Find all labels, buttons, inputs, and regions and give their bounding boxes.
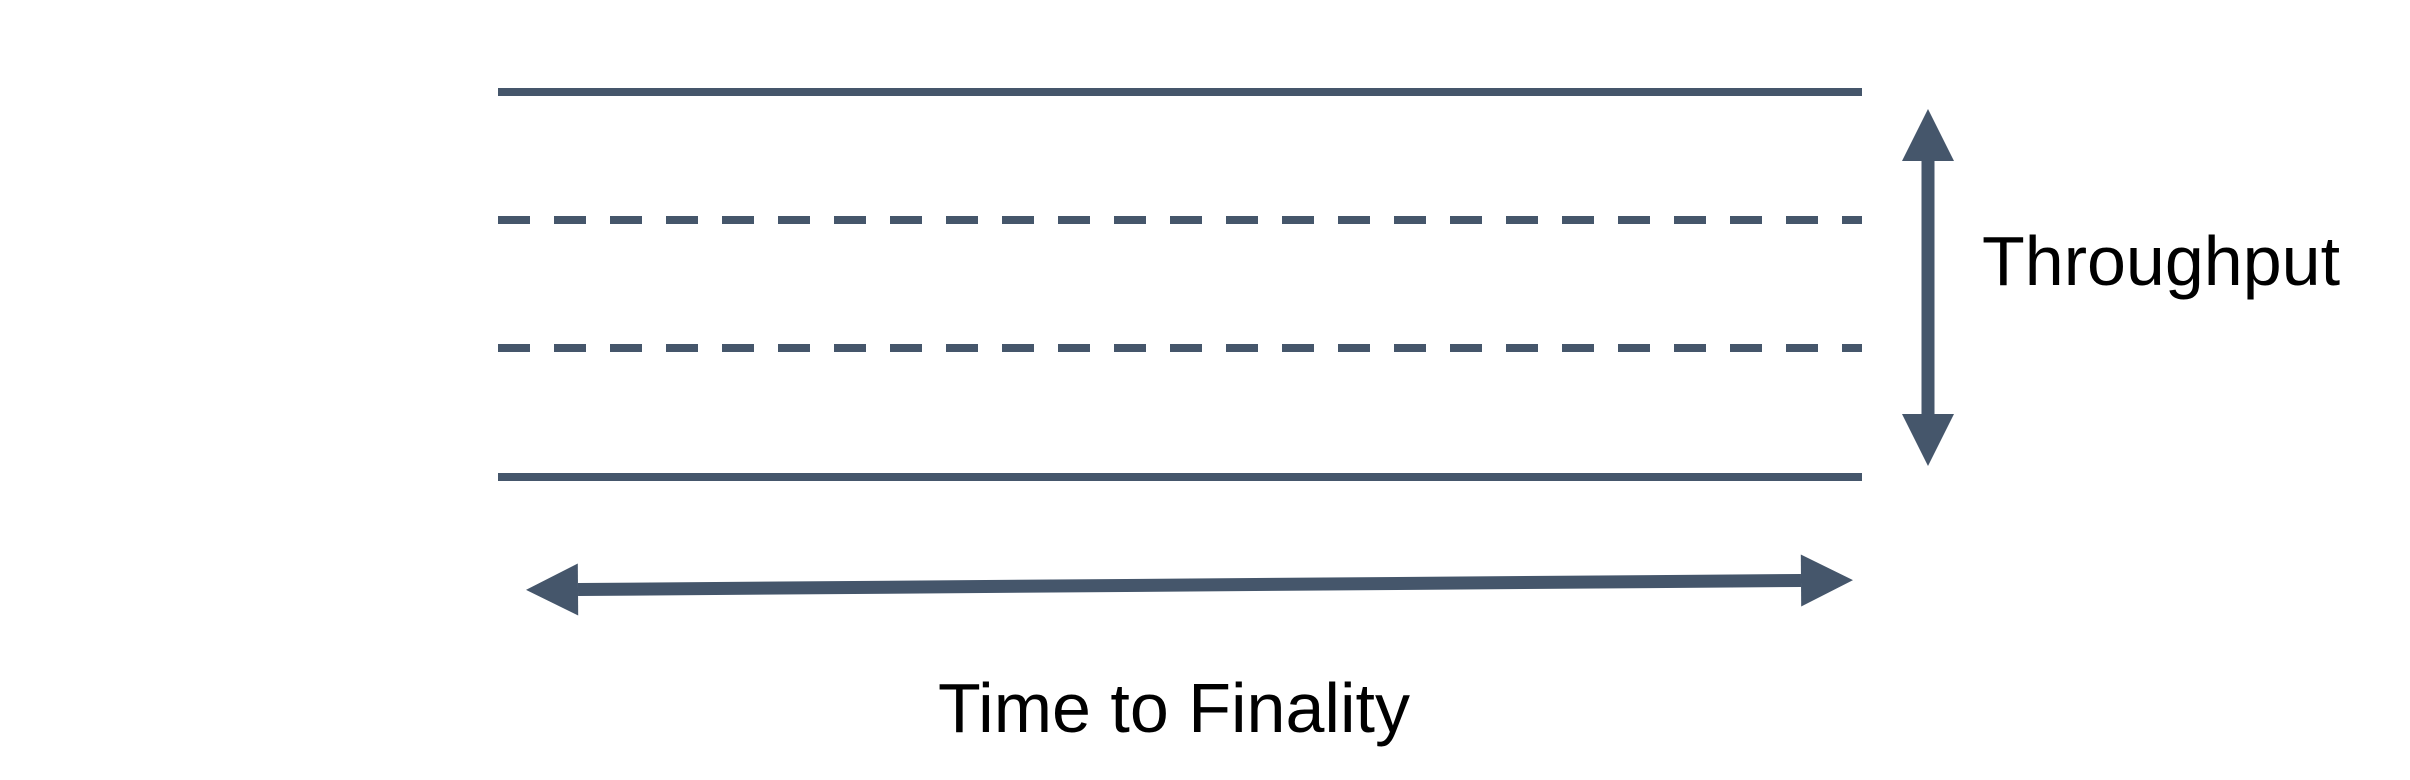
time-to-finality-label: Time to Finality — [938, 669, 1410, 747]
time-to-finality-double-arrow-icon — [526, 554, 1853, 616]
throughput-label: Throughput — [1982, 222, 2340, 300]
